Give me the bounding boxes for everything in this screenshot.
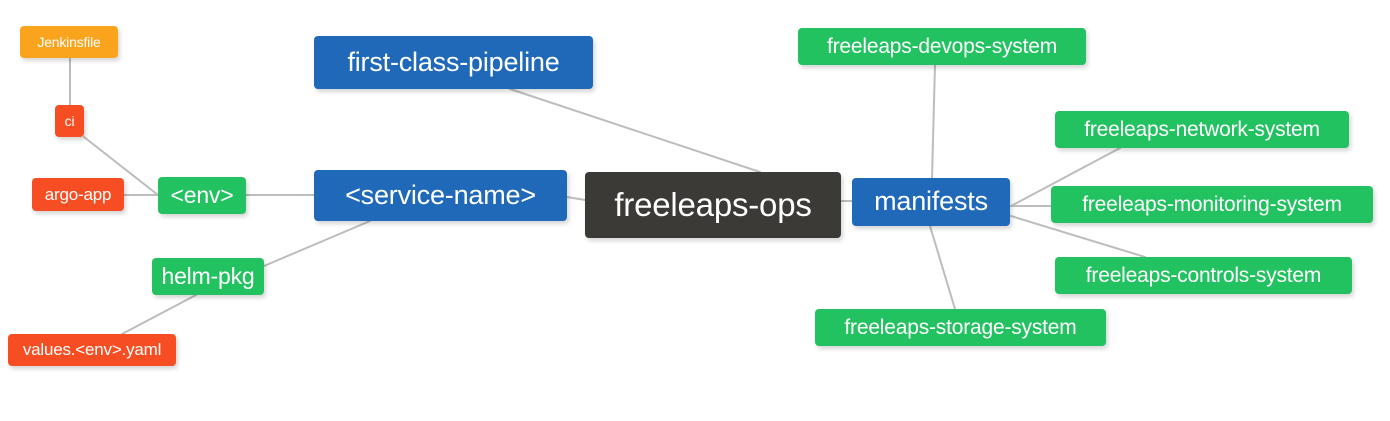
edge-service-name-to-freeleaps-ops [566, 196, 586, 201]
edge-manifests-to-freeleaps-devops-system [931, 64, 936, 179]
edge-manifests-to-freeleaps-storage-system [929, 225, 956, 310]
node-helm-pkg[interactable]: helm-pkg [152, 258, 264, 295]
node-label-ci: ci [64, 112, 75, 129]
node-jenkinsfile[interactable]: Jenkinsfile [20, 26, 118, 58]
node-label-helm-pkg: helm-pkg [161, 262, 255, 289]
node-manifests[interactable]: manifests [852, 178, 1010, 226]
node-argo-app[interactable]: argo-app [32, 178, 124, 211]
node-label-jenkinsfile: Jenkinsfile [37, 33, 101, 50]
node-label-freeleaps-storage-system: freeleaps-storage-system [844, 315, 1077, 339]
edge-helm-pkg-to-values-env-yaml [121, 294, 197, 335]
node-freeleaps-storage-system[interactable]: freeleaps-storage-system [815, 309, 1106, 346]
node-label-values-env-yaml: values.<env>.yaml [22, 340, 162, 359]
node-label-freeleaps-network-system: freeleaps-network-system [1084, 117, 1320, 141]
node-freeleaps-monitoring-system[interactable]: freeleaps-monitoring-system [1051, 186, 1373, 223]
node-service-name[interactable]: <service-name> [314, 170, 567, 221]
node-label-freeleaps-devops-system: freeleaps-devops-system [827, 34, 1057, 58]
node-label-manifests: manifests [874, 186, 988, 216]
edge-first-class-pipeline-to-freeleaps-ops [509, 88, 761, 173]
node-freeleaps-controls-system[interactable]: freeleaps-controls-system [1055, 257, 1352, 294]
node-ci[interactable]: ci [55, 105, 84, 137]
node-label-freeleaps-monitoring-system: freeleaps-monitoring-system [1082, 192, 1342, 216]
node-label-freeleaps-ops: freeleaps-ops [614, 186, 812, 223]
node-first-class-pipeline[interactable]: first-class-pipeline [314, 36, 593, 89]
node-freeleaps-devops-system[interactable]: freeleaps-devops-system [798, 28, 1086, 65]
edge-service-name-to-helm-pkg [263, 220, 371, 267]
node-label-env: <env> [170, 181, 234, 208]
node-freeleaps-ops[interactable]: freeleaps-ops [585, 172, 841, 238]
node-label-freeleaps-controls-system: freeleaps-controls-system [1085, 263, 1322, 287]
node-label-first-class-pipeline: first-class-pipeline [347, 46, 560, 77]
node-env[interactable]: <env> [158, 177, 246, 214]
node-freeleaps-network-system[interactable]: freeleaps-network-system [1055, 111, 1349, 148]
node-values-env-yaml[interactable]: values.<env>.yaml [8, 334, 176, 366]
node-label-service-name: <service-name> [345, 179, 536, 210]
node-label-argo-app: argo-app [44, 184, 112, 204]
